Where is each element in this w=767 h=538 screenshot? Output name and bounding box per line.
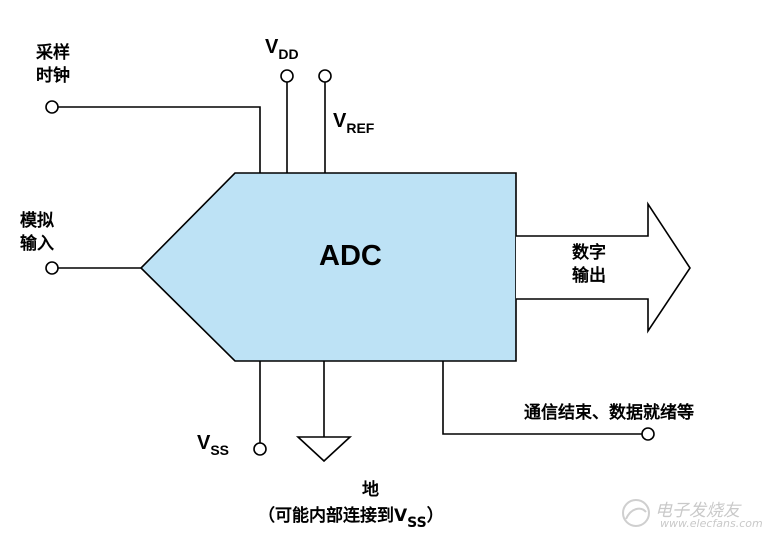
adc-block-label: ADC	[319, 240, 382, 272]
watermark-url: www.elecfans.com	[660, 517, 763, 530]
vss-label: VSS	[197, 432, 230, 458]
digital-output-label-line-1: 数字	[572, 243, 606, 263]
ground-note: （可能内部连接到VSS）	[258, 506, 444, 531]
digital-output-label-line-2: 输出	[572, 266, 606, 286]
ground-symbol	[295, 436, 353, 463]
sampling-clock-label-line-2: 时钟	[36, 66, 70, 86]
watermark-cn: 电子发烧友	[655, 501, 740, 521]
adc-block	[139, 172, 517, 362]
analog-input-label-line-1: 模拟	[20, 211, 54, 231]
sampling-clock-label: 采样 时钟	[36, 42, 70, 88]
vdd-label: VDD	[265, 36, 299, 62]
vss-terminal	[253, 442, 267, 456]
analog-input-label-line-2: 输入	[20, 234, 54, 254]
digital-output-label: 数字 输出	[572, 242, 606, 288]
ground-label: 地	[362, 480, 379, 500]
sampling-clock-label-line-1: 采样	[36, 43, 70, 63]
sampling-clock-terminal	[45, 100, 59, 114]
status-output-wire	[442, 361, 642, 435]
analog-input-terminal	[45, 261, 59, 275]
vdd-terminal	[280, 69, 294, 83]
analog-input-label: 模拟 输入	[20, 210, 54, 256]
status-output-label: 通信结束、数据就绪等	[524, 403, 694, 423]
status-output-terminal	[641, 427, 655, 441]
vref-label: VREF	[333, 110, 375, 136]
sampling-clock-wire	[58, 106, 261, 173]
vref-terminal	[318, 69, 332, 83]
digital-output-arrow	[516, 201, 691, 334]
watermark-logo-icon	[622, 499, 650, 527]
